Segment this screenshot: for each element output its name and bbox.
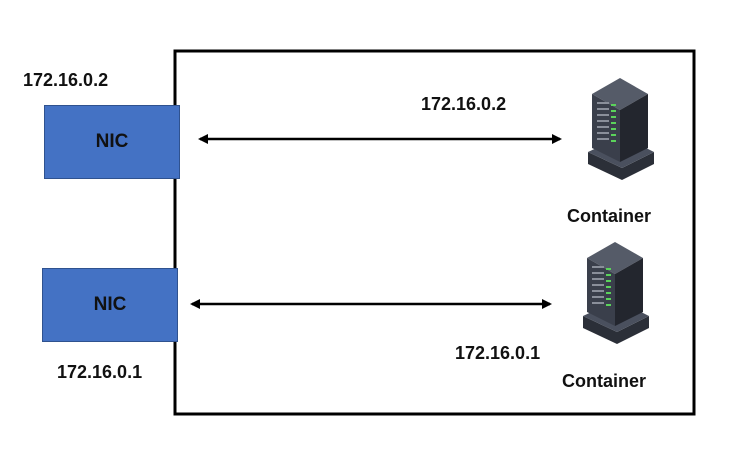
nic-label: NIC (93, 294, 127, 315)
nic-label: NIC (95, 131, 129, 152)
container-ip-label-bottom: 172.16.0.1 (455, 343, 541, 363)
nic-ip-label-bottom: 172.16.0.1 (57, 362, 143, 382)
container-ip-label-top: 172.16.0.2 (421, 94, 507, 114)
container-label-bottom: Container (562, 371, 647, 391)
nic-box-bottom: NIC (42, 268, 178, 342)
server-icon (583, 242, 649, 344)
server-icon (588, 78, 654, 180)
container-label-top: Container (567, 206, 652, 226)
host-boundary-frame (173, 49, 696, 416)
nic-box-top: NIC (44, 105, 180, 179)
nic-ip-label-top: 172.16.0.2 (23, 70, 109, 90)
